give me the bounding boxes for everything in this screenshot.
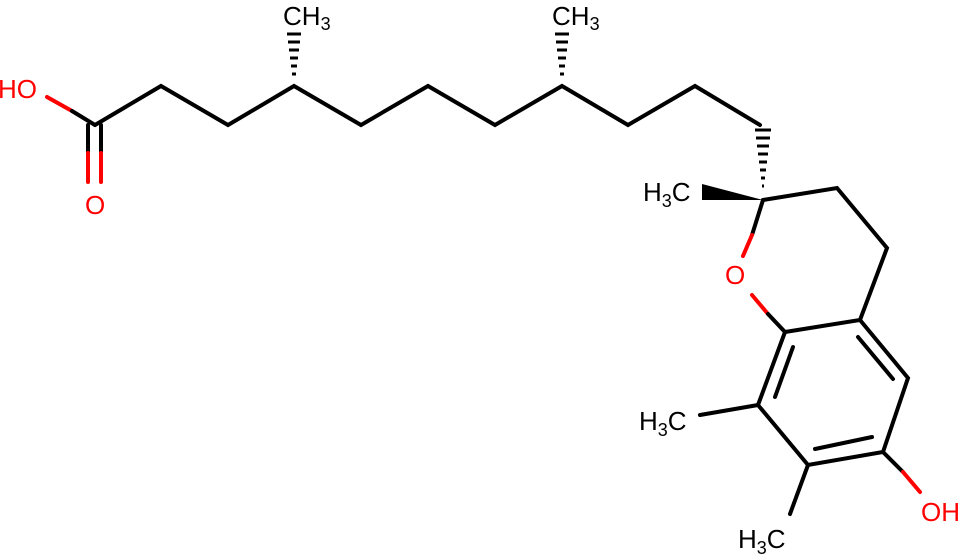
solid-wedge xyxy=(702,184,763,200)
c7-methyl-label: H3C xyxy=(738,524,786,558)
c2-methyl-label: H3C xyxy=(643,177,691,211)
methyl-label-1: CH3 xyxy=(283,1,331,34)
methyl-label-2: CH3 xyxy=(552,1,600,34)
c8-methyl-label: H3C xyxy=(639,406,687,440)
carbonyl-oxygen-label: O xyxy=(85,190,105,220)
acid-hydroxyl-label: HO xyxy=(0,74,37,104)
phenol-hydroxyl-label: OH xyxy=(921,497,960,527)
hashed-wedges xyxy=(287,32,771,188)
ring-oxygen-label: O xyxy=(725,260,745,290)
bonds xyxy=(45,83,922,516)
